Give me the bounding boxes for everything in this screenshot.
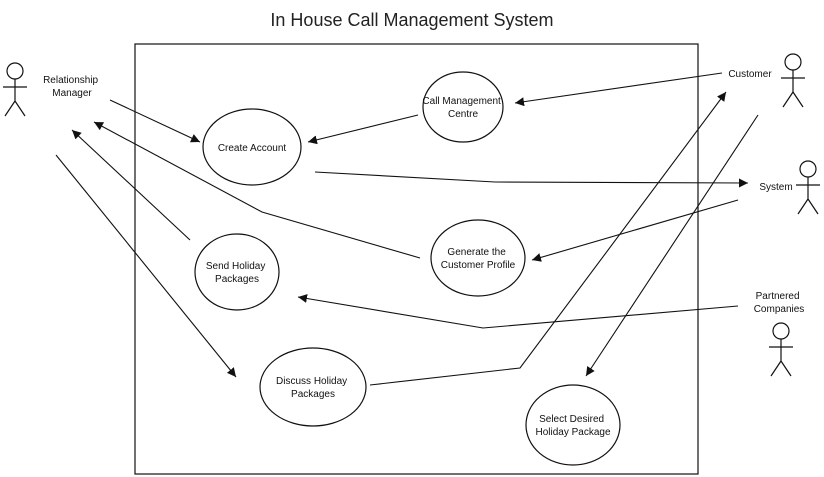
- stick-figure-icon: [781, 53, 805, 108]
- use-case-label: Packages: [291, 389, 335, 400]
- edge-send-packages-to-rm: [71, 129, 191, 241]
- svg-text:Discuss Holiday Packages: Discuss Holiday Packages: [276, 376, 350, 400]
- actor-label: Relationship: [43, 75, 98, 86]
- edge-customer-to-callcentre: [514, 72, 723, 107]
- actor-system[interactable]: System: [759, 160, 820, 215]
- stick-figure-icon: [769, 322, 793, 377]
- svg-text:Create Account: Create Account: [218, 143, 287, 154]
- system-boundary: [134, 43, 699, 475]
- actor-customer[interactable]: Customer: [728, 53, 805, 108]
- use-case-send-holiday-packages[interactable]: Send Holiday Packages: [194, 233, 280, 311]
- svg-text:Customer: Customer: [728, 69, 772, 80]
- use-case-label: Generate the: [447, 247, 506, 258]
- use-case-label: Centre: [448, 109, 478, 120]
- edge-rm-to-discuss-packages: [55, 154, 237, 378]
- stick-figure-icon: [796, 160, 820, 215]
- svg-text:Generate the Customer Pr: Generate the Customer Profile: [441, 247, 516, 271]
- diagram-title: In House Call Management System: [270, 10, 553, 30]
- edge-generate-profile-to-rm: [93, 121, 421, 259]
- svg-text:Select Desired Holiday P: Select Desired Holiday Package: [535, 414, 610, 438]
- use-case-label: Packages: [215, 274, 259, 285]
- use-case-label: Discuss Holiday: [276, 376, 347, 387]
- actor-label: Companies: [754, 304, 805, 315]
- use-case-label: Select Desired: [539, 414, 604, 425]
- edge-discuss-packages-to-customer: [369, 91, 727, 386]
- use-case-label: Call Management: [422, 96, 501, 107]
- actor-label: Customer: [728, 69, 772, 80]
- use-case-create-account[interactable]: Create Account: [202, 108, 302, 186]
- actor-label: Manager: [52, 88, 92, 99]
- use-case-label: Holiday Package: [535, 427, 610, 438]
- use-case-select-desired-holiday-package[interactable]: Select Desired Holiday Package: [525, 384, 621, 466]
- actor-relationship-manager[interactable]: Relationship Manager: [3, 62, 101, 117]
- edge-customer-to-select-package: [585, 114, 759, 377]
- use-case-label: Send Holiday: [206, 261, 265, 272]
- use-case-label: Customer Profile: [441, 260, 516, 271]
- actor-label: Partnered: [756, 291, 800, 302]
- svg-text:Partnered Companies: Partnered Companies: [754, 291, 805, 315]
- svg-text:System: System: [759, 182, 792, 193]
- actor-label: System: [759, 182, 792, 193]
- use-case-discuss-holiday-packages[interactable]: Discuss Holiday Packages: [259, 347, 367, 427]
- edge-callcentre-to-create-account: [307, 114, 419, 145]
- svg-text:Relationship Manager: Relationship Manager: [43, 75, 101, 99]
- stick-figure-icon: [3, 62, 27, 117]
- actor-partnered-companies[interactable]: Partnered Companies: [754, 291, 805, 377]
- use-case-label: Create Account: [218, 143, 287, 154]
- svg-text:Send Holiday Packages: Send Holiday Packages: [206, 261, 268, 285]
- edge-partners-to-send-packages: [297, 294, 739, 329]
- edge-rm-to-create-account: [109, 99, 201, 143]
- use-case-generate-customer-profile[interactable]: Generate the Customer Profile: [430, 219, 526, 297]
- edge-system-to-generate-profile: [531, 199, 739, 262]
- svg-text:Call Management Centre: Call Management Centre: [422, 96, 503, 120]
- edge-create-account-to-system: [314, 171, 749, 188]
- use-case-call-management-centre[interactable]: Call Management Centre: [422, 71, 504, 143]
